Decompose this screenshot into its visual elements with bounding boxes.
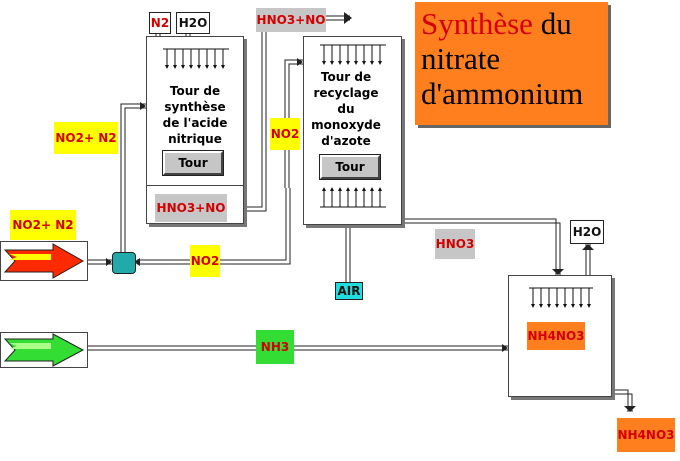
tower1-line: Tour de <box>169 84 221 98</box>
n2-top-tag: N2 <box>149 12 171 34</box>
red-arrow-icon <box>3 243 85 279</box>
reactor-vessel: NH4NO3 <box>508 275 612 397</box>
no2-mid-tag: NO2 <box>190 245 220 277</box>
hno3-no-top-tag: HNO3+NO <box>256 8 326 32</box>
tower2-line: monoxyde <box>311 118 381 132</box>
tower2-line: recyclage <box>313 86 379 100</box>
recycling-tower: Tour de recyclage du monoxyde d'azote To… <box>303 36 402 225</box>
title-rest: du nitrate d'ammonium <box>421 6 584 111</box>
sprinkler-icon <box>163 48 229 69</box>
hno3-out-tag: HNO3 <box>435 229 475 259</box>
compressor-icon[interactable] <box>112 252 136 274</box>
no2-right-tag: NO2 <box>270 118 300 150</box>
no2-n2-inlet-tag: NO2+ N2 <box>10 210 76 240</box>
nitric-acid-tower: Tour de synthèse de l'acide nitrique Tou… <box>146 36 244 224</box>
tower1-label: Tour de synthèse de l'acide nitrique <box>151 83 239 147</box>
air-tag: AIR <box>335 282 363 300</box>
tower1-line: nitrique <box>168 132 222 146</box>
tower2-line: du <box>337 102 355 116</box>
tower2-button[interactable]: Tour <box>319 154 381 180</box>
sprinkler-icon <box>320 44 386 65</box>
tower2-line: d'azote <box>321 134 371 148</box>
nh3-inlet <box>0 332 88 368</box>
hno3-no-bottom-tag: HNO3+NO <box>155 194 227 222</box>
tower2-line: Tour de <box>320 70 372 84</box>
divider <box>147 185 243 186</box>
nh3-tag: NH3 <box>256 330 294 364</box>
sprinkler-icon <box>529 287 593 308</box>
h2o-top-tag: H2O <box>176 12 210 34</box>
tower1-line: de l'acide <box>162 116 228 130</box>
title-highlight: Synthèse <box>421 6 533 41</box>
no2-n2-left-tag: NO2+ N2 <box>54 122 118 154</box>
air-diffuser-icon <box>320 187 386 208</box>
nh4no3-reactor-tag: NH4NO3 <box>527 322 585 350</box>
no2-inlet <box>0 241 88 281</box>
green-arrow-icon <box>3 333 85 367</box>
tower1-line: synthèse <box>164 100 226 114</box>
h2o-reactor-tag: H2O <box>570 220 604 244</box>
tower2-label: Tour de recyclage du monoxyde d'azote <box>306 69 386 149</box>
diagram-title: Synthèse du nitrate d'ammonium <box>415 2 608 125</box>
nh4no3-out-tag: NH4NO3 <box>617 418 675 452</box>
tower1-button[interactable]: Tour <box>162 150 224 176</box>
